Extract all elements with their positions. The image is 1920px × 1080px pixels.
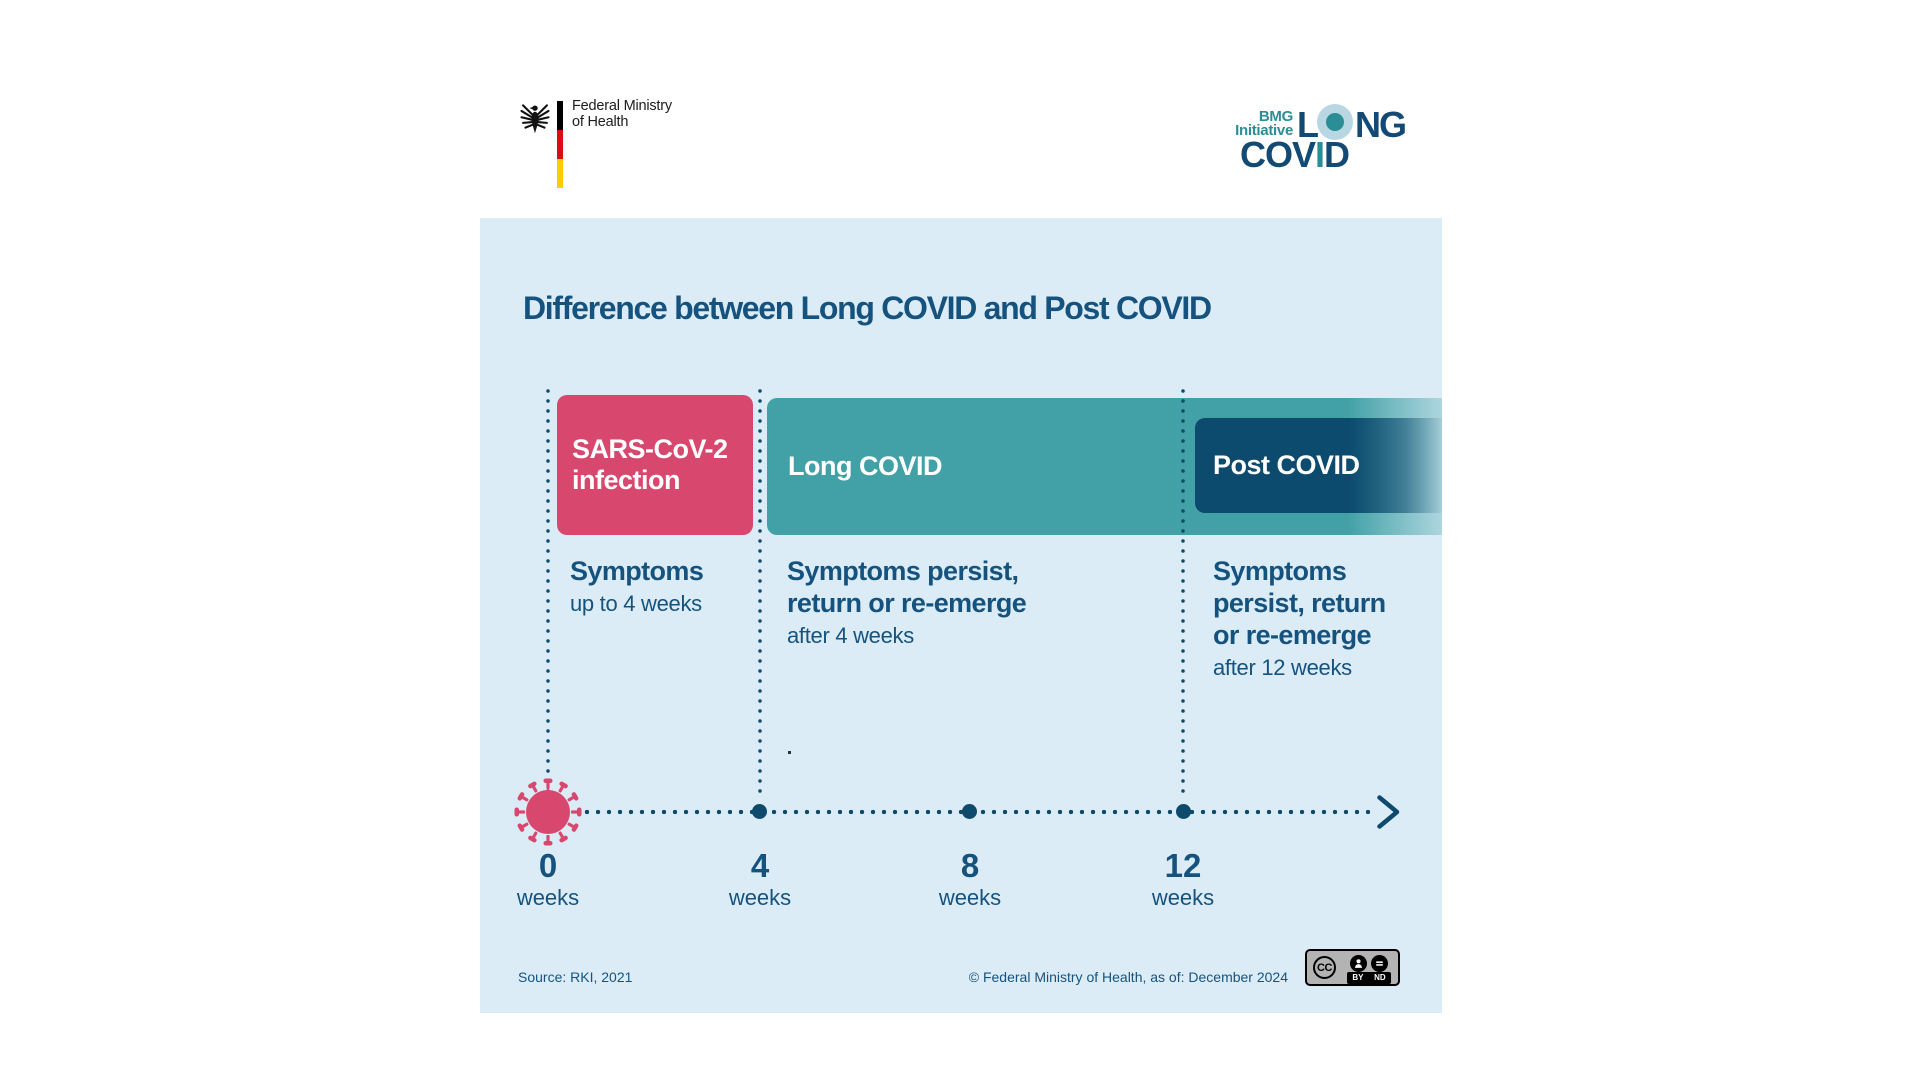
timeline-dotted-line (584, 809, 1372, 815)
tick-12-value: 12 (1164, 847, 1202, 884)
tick-12-unit: weeks (1151, 885, 1215, 910)
tick-0-value: 0 (538, 847, 558, 884)
phase-box-sars-line1: SARS-CoV-2 (572, 434, 728, 464)
tick-label-0-weeks: 0 weeks (488, 848, 608, 910)
timeline-dot-4-weeks (752, 804, 767, 819)
description-3-subtext: after 12 weeks (1213, 655, 1352, 680)
cc-icon: CC (1313, 956, 1336, 979)
logo-covid-i: I (1315, 134, 1325, 175)
source-text: Source: RKI, 2021 (518, 969, 633, 985)
coronavirus-icon (514, 778, 582, 851)
description-3-heading-line3: or re-emerge (1213, 620, 1371, 650)
phase-box-post-label: Post COVID (1213, 450, 1360, 480)
logo-long-ng: NG (1355, 104, 1407, 145)
guide-line-0-weeks (546, 388, 550, 798)
ministry-name-line1: Federal Ministry (572, 98, 672, 114)
ministry-logo-name: Federal Ministry of Health (572, 98, 672, 130)
description-sars-infection: Symptoms up to 4 weeks (570, 555, 780, 617)
ministry-name-line2: of Health (572, 113, 629, 130)
stray-dot (788, 751, 791, 754)
phase-box-long-label: Long COVID (788, 451, 942, 481)
logo-long-l: L (1297, 104, 1319, 145)
cc-by-label: BY (1352, 973, 1364, 982)
cc-nd-icon (1371, 955, 1388, 972)
description-2-heading-line1: Symptoms persist, (787, 556, 1019, 586)
description-long-covid: Symptoms persist, return or re-emerge af… (787, 555, 1037, 649)
tick-label-12-weeks: 12 weeks (1123, 848, 1243, 910)
cc-license-badge: CC BY ND (1305, 949, 1400, 986)
description-3-heading-line2: persist, return (1213, 588, 1386, 618)
infographic-panel: Difference between Long COVID and Post C… (480, 218, 1442, 1013)
bmg-initiative-label: BMG Initiative (1170, 108, 1293, 139)
tick-4-value: 4 (750, 847, 770, 884)
tick-label-8-weeks: 8 weeks (910, 848, 1030, 910)
infographic-title: Difference between Long COVID and Post C… (523, 290, 1212, 326)
logo-covid-word: COVID (1240, 134, 1350, 175)
timeline-dot-12-weeks (1176, 804, 1191, 819)
description-post-covid: Symptoms persist, return or re-emerge af… (1213, 555, 1423, 681)
description-3-heading-line1: Symptoms (1213, 556, 1347, 586)
timeline-dot-8-weeks (962, 804, 977, 819)
description-2-subtext: after 4 weeks (787, 623, 914, 648)
initiative-text: Initiative (1235, 122, 1293, 139)
tick-4-unit: weeks (728, 885, 792, 910)
phase-box-sars-cov-2: SARS-CoV-2 infection (557, 395, 753, 535)
tick-label-4-weeks: 4 weeks (700, 848, 820, 910)
bmg-text: BMG (1258, 108, 1293, 125)
german-flag-stripe-icon (557, 101, 563, 188)
guide-line-4-weeks (758, 388, 762, 798)
copyright-text: © Federal Ministry of Health, as of: Dec… (968, 969, 1288, 985)
logo-o-core-icon (1326, 113, 1344, 131)
tick-8-value: 8 (960, 847, 980, 884)
logo-covid-d: D (1324, 134, 1350, 175)
tick-0-unit: weeks (516, 885, 580, 910)
logo-covid-cov: COV (1240, 134, 1316, 175)
federal-eagle-icon (519, 99, 551, 139)
tick-8-unit: weeks (938, 885, 1002, 910)
phase-box-sars-line2: infection (572, 465, 681, 495)
logo-o-ring-icon (1317, 104, 1353, 140)
phase-box-post-covid: Post COVID (1195, 418, 1442, 513)
guide-line-12-weeks (1181, 388, 1185, 798)
description-1-heading: Symptoms (570, 556, 704, 586)
cc-license-labels: BY ND (1347, 972, 1391, 984)
cc-by-icon (1350, 955, 1367, 972)
timeline-arrow-icon (1376, 794, 1402, 835)
cc-nd-label: ND (1374, 973, 1386, 982)
description-2-heading-line2: return or re-emerge (787, 588, 1027, 618)
description-1-subtext: up to 4 weeks (570, 591, 702, 616)
